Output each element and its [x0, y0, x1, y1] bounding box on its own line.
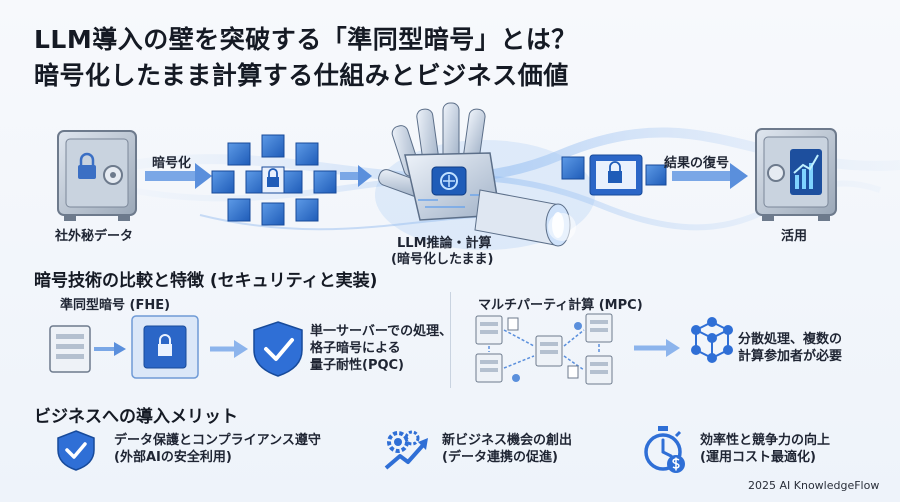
merit-3-subtitle: (運用コスト最適化)	[700, 450, 816, 465]
fhe-desc-line-2: 格子暗号による	[310, 341, 401, 356]
robot-hand-llm-icon	[375, 102, 595, 250]
encrypt-arrow	[145, 163, 212, 189]
merit-1-subtitle: (外部AIの安全利用)	[114, 450, 232, 465]
fhe-diagram	[49, 315, 303, 379]
title-line-1: LLM導入の壁を突破する「準同型暗号」とは？	[34, 25, 577, 54]
footer-credit: 2025 AI KnowledgeFlow	[748, 479, 880, 492]
result-safe-icon	[755, 128, 837, 221]
merit-3-title: 効率性と競争力の向上	[700, 433, 831, 448]
merit-item-efficiency: 効率性と競争力の向上 (運用コスト最適化)	[700, 432, 830, 466]
shield-check-icon	[253, 321, 303, 377]
encrypted-chip-icon	[131, 315, 199, 379]
distributed-servers-icon	[475, 313, 613, 385]
input-arrow	[340, 165, 372, 187]
decrypt-label: 結果の復号	[664, 156, 730, 171]
merit-1-title: データ保護とコンプライアンス遵守	[114, 433, 321, 448]
mpc-description: 分散処理、複数の 計算参加者が必要	[738, 331, 842, 365]
merit-item-new-business: 新ビジネス機会の創出 (データ連携の促進)	[442, 432, 572, 466]
merits-heading: ビジネスへの導入メリット	[34, 407, 238, 427]
comparison-heading: 暗号技術の比較と特徴 (セキュリティと実装)	[34, 271, 378, 291]
encryption-flow-diagram	[57, 102, 900, 250]
title-line-2: 暗号化したまま計算する仕組みとビジネス価値	[34, 61, 569, 90]
network-nodes-icon	[691, 317, 733, 363]
fhe-desc-line-3: 量子耐性(PQC)	[310, 358, 405, 373]
server-icon	[49, 325, 91, 373]
fhe-title: 準同型暗号 (FHE)	[60, 298, 171, 313]
gear-growth-icon	[384, 430, 428, 470]
fhe-description: 単一サーバーでの処理、 格子暗号による 量子耐性(PQC)	[310, 323, 452, 374]
mpc-diagram	[475, 313, 733, 385]
shield-check-icon	[57, 430, 95, 471]
fhe-desc-line-1: 単一サーバーでの処理、	[310, 324, 453, 339]
process-label: LLM推論・計算	[397, 236, 492, 251]
mpc-title: マルチパーティ計算 (MPC)	[478, 298, 643, 313]
use-label: 活用	[781, 229, 808, 244]
source-safe-icon	[57, 130, 137, 221]
merit-2-title: 新ビジネス機会の創出	[442, 433, 573, 448]
decrypt-arrow	[672, 163, 748, 189]
process-sublabel: (暗号化したまま)	[391, 252, 494, 267]
encrypted-result-icon	[561, 154, 667, 196]
encrypt-label: 暗号化	[152, 156, 192, 171]
encrypted-data-cubes-icon	[211, 134, 337, 226]
source-data-label: 社外秘データ	[55, 229, 134, 244]
merit-2-subtitle: (データ連携の促進)	[442, 450, 558, 465]
page-title: LLM導入の壁を突破する「準同型暗号」とは？ 暗号化したまま計算する仕組みとビジ…	[34, 22, 577, 94]
section-divider	[450, 292, 451, 388]
mpc-desc-line-1: 分散処理、複数の	[738, 332, 843, 347]
stopwatch-dollar-icon	[644, 426, 685, 473]
merit-item-compliance: データ保護とコンプライアンス遵守 (外部AIの安全利用)	[114, 432, 321, 466]
mpc-desc-line-2: 計算参加者が必要	[738, 349, 843, 364]
